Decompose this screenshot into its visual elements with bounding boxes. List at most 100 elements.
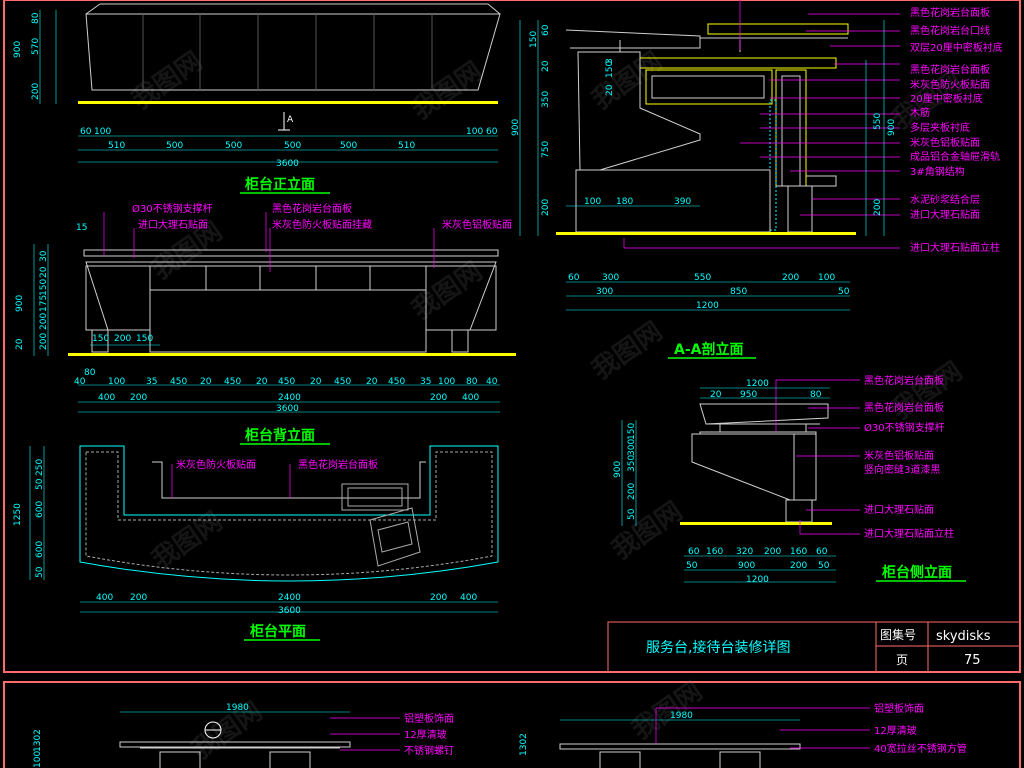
svg-text:20: 20 bbox=[200, 377, 212, 387]
svg-text:200: 200 bbox=[31, 83, 41, 100]
svg-text:2400: 2400 bbox=[278, 593, 301, 603]
svg-text:320: 320 bbox=[736, 547, 753, 557]
svg-text:我图网: 我图网 bbox=[147, 506, 228, 575]
svg-text:20: 20 bbox=[256, 377, 268, 387]
svg-text:80: 80 bbox=[810, 390, 822, 400]
svg-text:500: 500 bbox=[166, 141, 183, 151]
svg-text:350: 350 bbox=[627, 455, 637, 472]
svg-text:100: 100 bbox=[466, 127, 483, 137]
svg-text:20: 20 bbox=[310, 377, 322, 387]
svg-text:进口大理石贴面: 进口大理石贴面 bbox=[910, 208, 980, 221]
svg-text:100: 100 bbox=[33, 751, 43, 768]
svg-text:12厚清玻: 12厚清玻 bbox=[404, 728, 447, 741]
section-aa: 黑色花岗岩台面板 黑色花岗岩台口线 双层20厘中密板衬底 黑色花岗岩台面板 米灰… bbox=[511, 0, 1003, 359]
svg-text:600: 600 bbox=[35, 501, 45, 518]
svg-text:进口大理石贴面: 进口大理石贴面 bbox=[138, 218, 208, 231]
svg-text:100: 100 bbox=[818, 273, 835, 283]
svg-text:竖向密缝3道漆黑: 竖向密缝3道漆黑 bbox=[864, 463, 940, 476]
svg-text:1302: 1302 bbox=[33, 729, 43, 752]
svg-text:我图网: 我图网 bbox=[607, 496, 688, 565]
svg-text:Ø30不锈钢支撑杆: Ø30不锈钢支撑杆 bbox=[132, 202, 213, 215]
svg-text:450: 450 bbox=[334, 377, 351, 387]
svg-text:900: 900 bbox=[738, 561, 755, 571]
svg-text:150: 150 bbox=[39, 279, 49, 296]
svg-text:250: 250 bbox=[35, 459, 45, 476]
svg-text:铝塑板饰面: 铝塑板饰面 bbox=[404, 712, 454, 725]
svg-text:570: 570 bbox=[31, 38, 41, 55]
svg-text:1200: 1200 bbox=[746, 379, 769, 389]
svg-text:米灰色铝板贴面: 米灰色铝板贴面 bbox=[442, 218, 512, 231]
svg-text:390: 390 bbox=[674, 197, 691, 207]
set-number-value: skydisks bbox=[936, 629, 991, 644]
svg-text:1980: 1980 bbox=[226, 703, 249, 713]
svg-text:3600: 3600 bbox=[276, 159, 299, 169]
svg-text:350: 350 bbox=[541, 91, 551, 108]
svg-text:200: 200 bbox=[541, 199, 551, 216]
svg-text:60: 60 bbox=[816, 547, 828, 557]
front-elevation-title: 柜台正立面 bbox=[245, 176, 315, 193]
svg-text:20: 20 bbox=[366, 377, 378, 387]
svg-text:400: 400 bbox=[462, 393, 479, 403]
svg-text:175: 175 bbox=[39, 295, 49, 312]
svg-text:20: 20 bbox=[15, 338, 25, 350]
set-number-label: 图集号 bbox=[880, 627, 916, 642]
front-elevation: A 60 100 510 500 500 500 500 510 100 60 … bbox=[13, 3, 501, 194]
svg-text:我图网: 我图网 bbox=[587, 46, 668, 115]
svg-text:1980: 1980 bbox=[670, 711, 693, 721]
svg-text:2400: 2400 bbox=[278, 393, 301, 403]
svg-text:1200: 1200 bbox=[696, 301, 719, 311]
svg-text:黑色花岗岩台面板: 黑色花岗岩台面板 bbox=[298, 458, 378, 471]
svg-text:900: 900 bbox=[15, 295, 25, 312]
svg-text:450: 450 bbox=[388, 377, 405, 387]
svg-text:600: 600 bbox=[35, 541, 45, 558]
svg-text:100: 100 bbox=[108, 377, 125, 387]
svg-text:300: 300 bbox=[596, 287, 613, 297]
svg-text:450: 450 bbox=[170, 377, 187, 387]
page-value: 75 bbox=[964, 653, 981, 668]
svg-text:850: 850 bbox=[730, 287, 747, 297]
svg-text:我图网: 我图网 bbox=[887, 356, 968, 425]
svg-text:35: 35 bbox=[420, 377, 431, 387]
svg-text:不锈钢螺钉: 不锈钢螺钉 bbox=[404, 744, 454, 757]
svg-text:50: 50 bbox=[686, 561, 698, 571]
svg-text:200: 200 bbox=[39, 313, 49, 330]
svg-text:黑色花岗岩台口线: 黑色花岗岩台口线 bbox=[910, 24, 990, 37]
svg-text:500: 500 bbox=[225, 141, 242, 151]
svg-text:12厚清玻: 12厚清玻 bbox=[874, 724, 917, 737]
svg-text:40: 40 bbox=[486, 377, 498, 387]
svg-text:300: 300 bbox=[627, 439, 637, 456]
front-h-dims: 60 100 510 500 500 500 500 510 100 60 36… bbox=[80, 127, 498, 169]
svg-text:450: 450 bbox=[278, 377, 295, 387]
svg-text:20: 20 bbox=[710, 390, 722, 400]
svg-text:40宽拉丝不锈钢方管: 40宽拉丝不锈钢方管 bbox=[874, 742, 967, 755]
svg-text:3600: 3600 bbox=[278, 606, 301, 616]
svg-text:30: 30 bbox=[39, 250, 49, 262]
svg-text:进口大理石贴面立柱: 进口大理石贴面立柱 bbox=[864, 527, 954, 540]
svg-text:50: 50 bbox=[838, 287, 850, 297]
svg-text:200: 200 bbox=[627, 483, 637, 500]
svg-text:550: 550 bbox=[694, 273, 711, 283]
svg-text:400: 400 bbox=[460, 593, 477, 603]
back-elevation: Ø30不锈钢支撑杆 进口大理石贴面 黑色花岗岩台面板 米灰色防火板贴面挂藏 米灰… bbox=[15, 202, 516, 445]
svg-text:200: 200 bbox=[114, 334, 131, 344]
svg-text:Ø30不锈钢支撑杆: Ø30不锈钢支撑杆 bbox=[864, 421, 945, 434]
svg-text:150: 150 bbox=[627, 423, 637, 440]
lower-right-detail: 1980 铝塑板饰面 12厚清玻 40宽拉丝不锈钢方管 1302 bbox=[519, 702, 967, 768]
svg-text:黑色花岗岩台面板: 黑色花岗岩台面板 bbox=[910, 6, 990, 19]
svg-text:1250: 1250 bbox=[13, 503, 23, 526]
svg-text:成品铝合金轴屉滑轨: 成品铝合金轴屉滑轨 bbox=[910, 150, 1000, 163]
svg-text:900: 900 bbox=[613, 461, 623, 478]
upper-sheet-frame bbox=[3, 0, 1021, 673]
svg-text:米灰色铝板贴面: 米灰色铝板贴面 bbox=[910, 136, 980, 149]
svg-text:180: 180 bbox=[616, 197, 633, 207]
svg-text:200: 200 bbox=[764, 547, 781, 557]
svg-text:双层20厘中密板衬底: 双层20厘中密板衬底 bbox=[910, 41, 1003, 54]
svg-text:1302: 1302 bbox=[519, 733, 529, 756]
svg-text:150: 150 bbox=[529, 31, 539, 48]
lower-left-detail: 1980 铝塑板饰面 12厚清玻 不锈钢螺钉 1302 100 bbox=[33, 703, 454, 768]
svg-text:进口大理石贴面: 进口大理石贴面 bbox=[864, 503, 934, 516]
section-title: A-A剖立面 bbox=[674, 341, 743, 358]
svg-text:多层夹板衬底: 多层夹板衬底 bbox=[910, 121, 970, 134]
svg-text:950: 950 bbox=[740, 390, 757, 400]
